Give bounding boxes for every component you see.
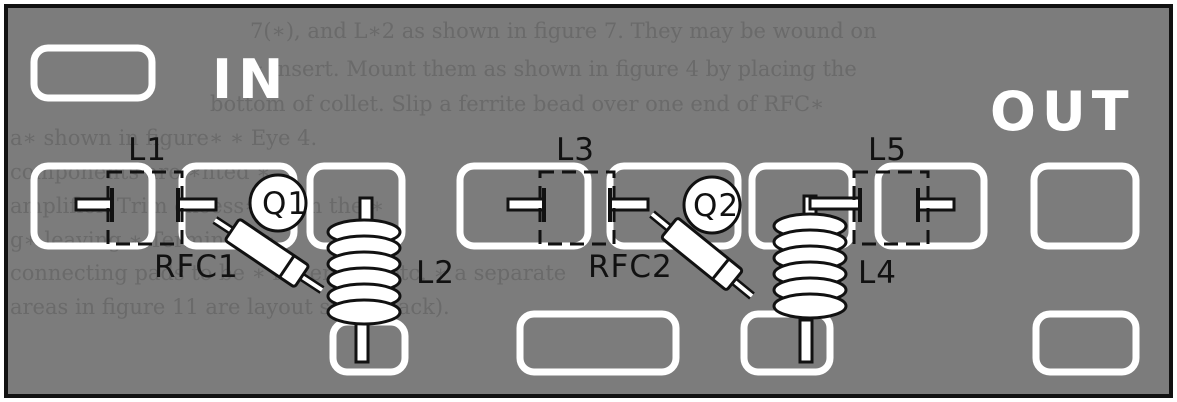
coil-turns: [772, 212, 848, 320]
label-rfc2: RFC2: [588, 249, 673, 285]
choke-rfc1: RFC1: [154, 216, 325, 294]
rfc1-ferrite-bead: [224, 218, 310, 288]
lead: [176, 197, 218, 212]
inductor-l1: L1: [74, 132, 218, 246]
lead: [916, 197, 956, 212]
pad: [30, 162, 156, 250]
coil-lead: [798, 318, 814, 364]
rfc2-ferrite-bead: [660, 217, 744, 291]
background-text-line: bottom of collet. Slip a ferrite bead ov…: [210, 92, 824, 116]
pad: [456, 162, 592, 250]
output-label: OUT: [990, 80, 1135, 143]
inductor-l5: L5: [852, 132, 956, 246]
lead: [608, 197, 650, 212]
label-l4: L4: [858, 255, 897, 291]
pad: [874, 162, 988, 250]
label-rfc1: RFC1: [154, 249, 239, 285]
choke-rfc2: RFC2: [588, 210, 755, 300]
l5-shield-outline: [852, 170, 930, 246]
label-l2: L2: [416, 255, 455, 291]
coil-l4: L4: [772, 194, 897, 364]
background-text-group: 7(∗), and L∗2 as shown in figure 7. They…: [10, 19, 877, 319]
l1-shield-outline: [106, 170, 184, 246]
background-text-line: ∗ insert. Mount them as shown in figure …: [250, 57, 857, 81]
coil-l2: L2: [326, 196, 455, 364]
transistor-q2: Q2: [682, 175, 742, 235]
background-text-line: a∗ shown in figure∗ ∗ Eye 4.: [10, 126, 317, 150]
pad: [516, 310, 680, 376]
pad: [1030, 162, 1140, 250]
label-l5: L5: [868, 132, 907, 168]
inductor-l3: L3: [506, 132, 650, 246]
input-label: IN: [212, 48, 289, 111]
pad: [1032, 310, 1140, 376]
q1-body: [248, 173, 308, 233]
coil-turns: [326, 218, 402, 326]
q2-body: [682, 175, 742, 235]
label-q2: Q2: [693, 188, 739, 224]
label-q1: Q1: [262, 186, 308, 222]
background-text-line: 7(∗), and L∗2 as shown in figure 7. They…: [250, 19, 877, 43]
label-l3: L3: [556, 132, 595, 168]
transistor-q1: Q1: [248, 173, 308, 233]
pad: [30, 44, 156, 102]
l3-shield-outline: [538, 170, 616, 246]
coil-lead: [354, 318, 370, 364]
label-l1: L1: [128, 132, 167, 168]
